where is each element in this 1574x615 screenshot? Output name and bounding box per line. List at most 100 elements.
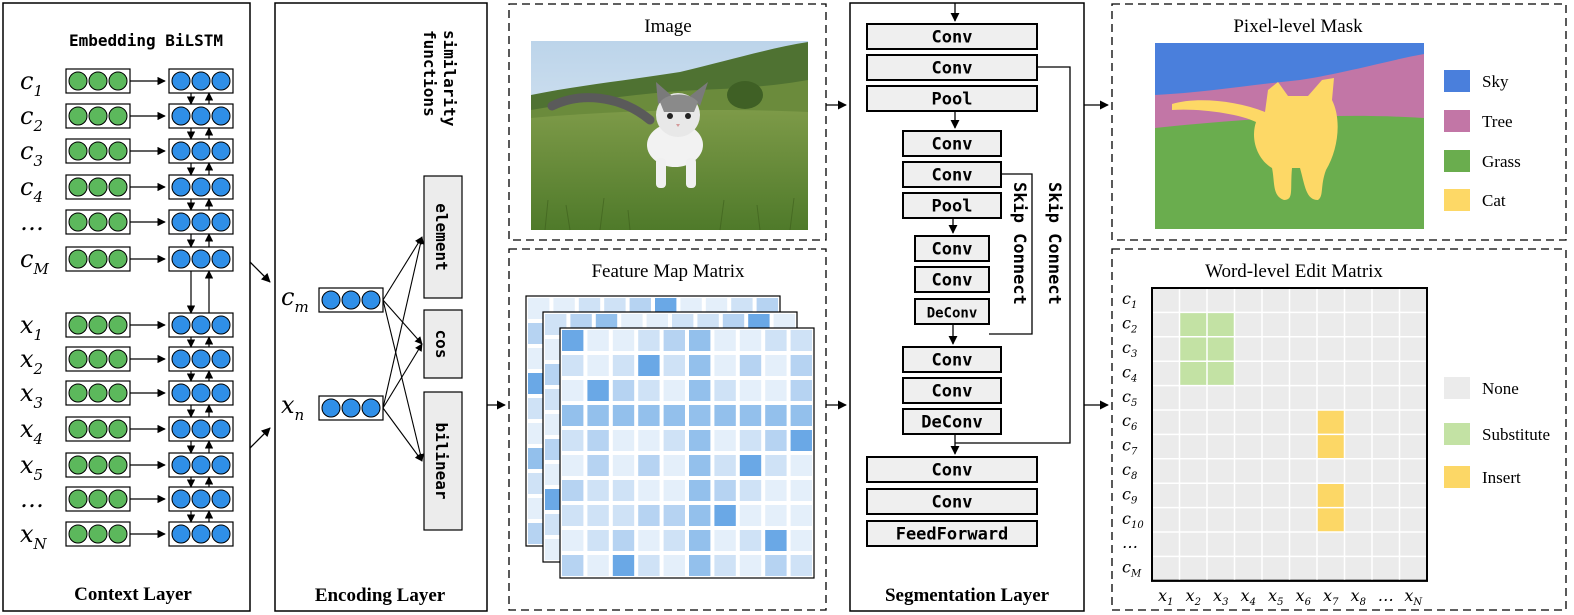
seg-l3-0: [914, 235, 990, 262]
context-layer-frame: [2, 2, 251, 612]
seg-l1-bottom-2: [866, 520, 1038, 547]
context-bottom-embedding-cells-3: [65, 416, 131, 442]
edit-row-label-3: c4: [1122, 362, 1137, 384]
similarity-functions-line1: similarity: [440, 30, 459, 127]
context-bottom-label-6: xN: [20, 520, 48, 553]
edit-row-label-4: c5: [1122, 387, 1137, 409]
seg-l2-bottom-0-label: Conv: [932, 351, 973, 371]
seg-l2-top-2-label: Pool: [932, 197, 973, 217]
feature-map-stack: [525, 295, 815, 579]
edit-row-label-6: c7: [1122, 436, 1138, 458]
edit-col-label-4: x5: [1268, 586, 1283, 608]
mask-legend-swatch-sky: [1444, 70, 1470, 92]
encoding-layer-frame: [274, 2, 488, 612]
mask-panel-title: Pixel-level Mask: [1233, 16, 1363, 37]
edit-panel-title: Word-level Edit Matrix: [1205, 261, 1383, 282]
edit-legend-label-none: None: [1482, 379, 1519, 398]
encoding-input-cells-1: [318, 395, 384, 421]
edit-legend-swatch-none: [1444, 377, 1470, 399]
context-top-bilstm-cells-2: [168, 138, 234, 164]
context-bottom-embedding-cells-2: [65, 380, 131, 406]
encoding-edge-0-2: [382, 299, 425, 462]
skip-connect-outer-line: [955, 66, 1071, 444]
seg-l2-top-1: [902, 161, 1002, 188]
context-top-bilstm-cells-3: [168, 174, 234, 200]
feature-panel-title: Feature Map Matrix: [591, 261, 745, 282]
edit-legend-swatch-substitute: [1444, 423, 1470, 445]
context-bottom-label-5: …: [20, 485, 44, 513]
edit-row-label-7: c8: [1122, 460, 1137, 482]
edit-col-label-7: x8: [1351, 586, 1366, 608]
context-bottom-embedding-cells-1: [65, 346, 131, 372]
edit-row-label-8: c9: [1122, 484, 1138, 506]
function-box-cos: [423, 309, 463, 379]
context-top-bilstm-cells-0: [168, 68, 234, 94]
edit-row-label-1: c2: [1122, 314, 1137, 336]
seg-l1-bottom-0-label: Conv: [932, 461, 973, 481]
mask-legend-label-cat: Cat: [1482, 191, 1506, 210]
context-bottom-bilstm-cells-1: [168, 346, 234, 372]
seg-l1-bottom-2-label: FeedForward: [896, 525, 1009, 545]
edit-legend-label-substitute: Substitute: [1482, 425, 1550, 444]
segmentation-network: ConvConvPoolConvConvPoolConvConvDeConvCo…: [866, 3, 1071, 547]
context-bottom-embedding-cells-0: [65, 312, 131, 338]
insert-cell: [1317, 410, 1345, 435]
substitute-cell: [1179, 361, 1207, 386]
context-top-embedding-cells-5: [65, 246, 131, 272]
seg-l1-bottom-0: [866, 456, 1038, 483]
seg-l3-2-label: DeConv: [927, 306, 978, 322]
encoding-edge-1-0: [382, 236, 425, 409]
seg-l3-0-label: Conv: [932, 240, 973, 260]
skip-connect-outer-label: Skip Connect: [1044, 182, 1064, 305]
context-top-label-0: c1: [20, 67, 43, 100]
insert-cell: [1317, 434, 1345, 459]
context-bottom-label-4: x5: [20, 451, 43, 484]
seg-l1-bottom-1-label: Conv: [932, 493, 973, 513]
context-bottom-embedding-cells-5: [65, 486, 131, 512]
edit-row-label-9: c10: [1122, 509, 1144, 531]
seg-l1-bottom-1: [866, 488, 1038, 515]
edit-col-label-6: x7: [1323, 586, 1339, 608]
substitute-cell: [1207, 361, 1235, 386]
context-top-label-5: cM: [20, 245, 49, 278]
encoding-input-label-0: cm: [281, 283, 309, 316]
context-top-embedding-cells-3: [65, 174, 131, 200]
segmentation-layer-title: Segmentation Layer: [885, 585, 1050, 606]
context-to-encoding-arrow-bottom: [249, 427, 271, 449]
mask-panel-frame: [1111, 3, 1567, 241]
encoding-input-label-1: xn: [281, 391, 304, 424]
seg-l2-top-0-label: Conv: [932, 135, 973, 155]
context-bottom-label-2: x3: [20, 379, 43, 412]
seg-l2-bottom-2: [902, 408, 1002, 435]
context-bottom-bilstm-cells-2: [168, 380, 234, 406]
insert-cell: [1317, 483, 1345, 508]
context-top-embedding-cells-0: [65, 68, 131, 94]
seg-l1-top-2: [866, 85, 1038, 112]
encoding-edge-0-0: [382, 236, 423, 301]
substitute-cell: [1179, 336, 1207, 362]
edit-legend-label-insert: Insert: [1482, 468, 1521, 487]
seg-l2-top-0: [902, 130, 1002, 157]
seg-l3-1-label: Conv: [932, 271, 973, 291]
insert-cell: [1317, 507, 1345, 532]
encoding-input-cells-0: [318, 287, 384, 313]
embedding-bilstm-label: Embedding BiLSTM: [69, 31, 223, 50]
context-bottom-embedding-cells-4: [65, 452, 131, 478]
image-panel-frame: [508, 3, 827, 241]
context-top-label-1: c2: [20, 102, 43, 135]
function-label-bilinear: bilinear: [432, 422, 451, 499]
encoding-edge-1-1: [382, 343, 423, 409]
function-label-cos: cos: [432, 330, 451, 359]
edit-col-label-5: x6: [1296, 586, 1312, 608]
context-top-embedding-cells-2: [65, 138, 131, 164]
seg-l1-top-1: [866, 54, 1038, 81]
mask-legend-label-grass: Grass: [1482, 152, 1521, 171]
context-top-bilstm-cells-1: [168, 103, 234, 129]
kitten-photo: [531, 41, 808, 231]
mask-legend-swatch-cat: [1444, 189, 1470, 211]
edit-row-label-5: c6: [1122, 411, 1138, 433]
